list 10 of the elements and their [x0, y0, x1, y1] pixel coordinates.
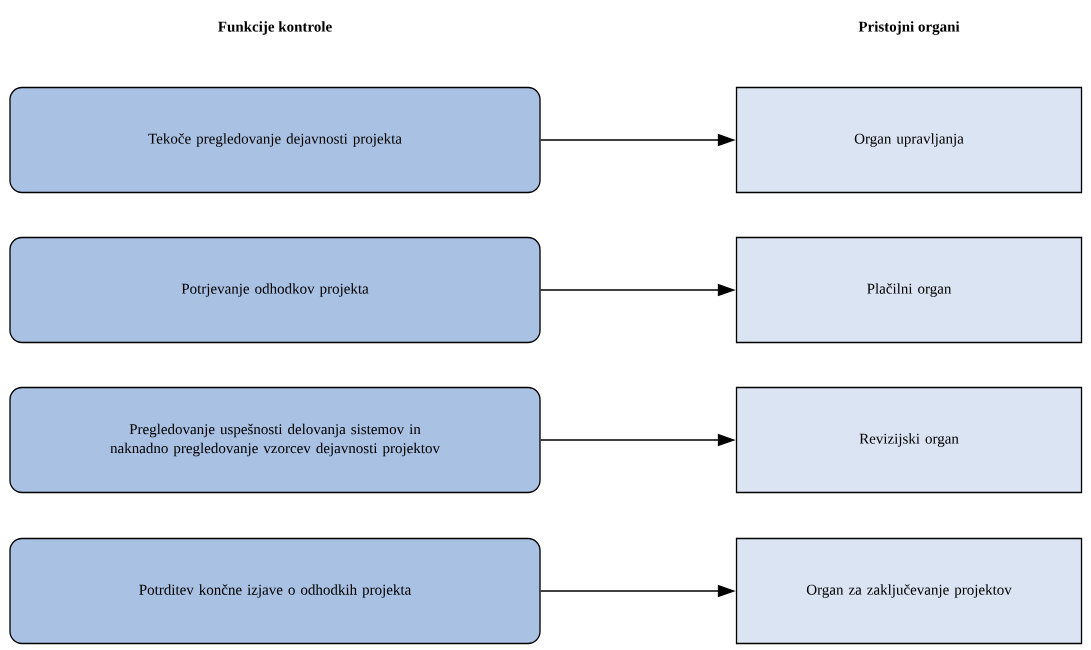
column-heading: Pristojni organi: [858, 21, 960, 35]
function-box: Pregledovanje uspešnosti delovanja sistemov in naknadno pregledovanje vzorcev dejavnosti projektov: [9, 386, 541, 494]
function-box: Potrditev končne izjave o odhodkih projekta: [9, 537, 541, 645]
organ-box: Organ za zaključevanje projektov: [735, 537, 1083, 645]
column-heading: Funkcije kontrole: [218, 21, 332, 35]
organ-box: Organ upravljanja: [735, 86, 1083, 194]
organ-box: Plačilni organ: [735, 236, 1083, 344]
function-box: Tekoče pregledovanje dejavnosti projekta: [9, 86, 541, 194]
organ-box: Revizijski organ: [735, 386, 1083, 494]
function-box: Potrjevanje odhodkov projekta: [9, 236, 541, 344]
